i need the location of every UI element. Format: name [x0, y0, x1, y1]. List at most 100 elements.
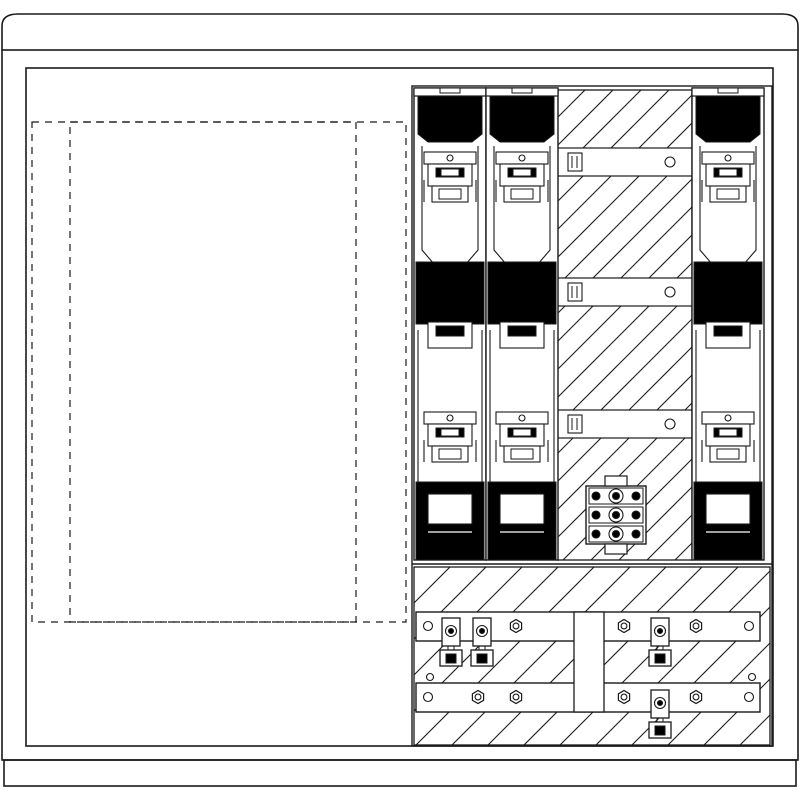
- clamp-lower-slot: [510, 188, 534, 200]
- hex-nut-hole: [620, 693, 628, 701]
- dashed-reserve-zone: [31, 121, 407, 623]
- busbar-end-hole: [422, 620, 434, 632]
- fuse-bottom-window: [499, 493, 545, 525]
- hatch-line: [776, 567, 800, 745]
- hatch-line: [557, 290, 692, 427]
- clamp-jaw-slot: [512, 428, 532, 437]
- fuse-middle-band: [487, 261, 557, 325]
- hatch-line: [415, 567, 595, 745]
- reserve-zone-outer: [31, 121, 407, 623]
- bus-clamp-4: [648, 689, 672, 739]
- bus-clamp-2: [470, 617, 494, 667]
- fuse-top-notch: [511, 87, 533, 94]
- bus-clamp-screw-dot: [478, 627, 486, 635]
- busbar-nut: [509, 689, 523, 705]
- fuse-top-notch: [717, 87, 739, 94]
- fuse-handle-top: [489, 95, 555, 143]
- busbar-end-hole: [422, 691, 434, 703]
- cross-rails: [556, 147, 693, 439]
- busbar-nut: [471, 689, 485, 705]
- terminal-screw-left: [591, 529, 601, 539]
- hex-nut-hole: [692, 622, 700, 630]
- hex-nut-hole: [620, 622, 628, 630]
- terminal-screw-right: [631, 510, 641, 520]
- clamp-screw: [724, 414, 732, 422]
- busbar-connector: [573, 611, 605, 713]
- bus-clamp-screw-dot: [656, 627, 664, 635]
- hatch-line: [562, 430, 692, 560]
- terminal-screw-right: [631, 491, 641, 501]
- hatch-line: [557, 318, 692, 455]
- fuse-mid-cap-slot: [507, 325, 537, 337]
- hatch-line: [414, 567, 415, 568]
- cabinet-plinth: [3, 759, 797, 787]
- hatch-line: [557, 234, 692, 371]
- fuse-handle-top: [695, 95, 761, 143]
- hex-nut-hole: [512, 693, 520, 701]
- fuse-mid-cap-slot: [713, 325, 743, 337]
- busbar-end-hole: [743, 620, 755, 632]
- hatch-line: [414, 567, 451, 604]
- busbar-nut: [617, 618, 631, 634]
- cabinet-roof: [1, 13, 799, 50]
- hex-nut-hole: [692, 693, 700, 701]
- clamp-lower-slot: [510, 448, 534, 460]
- mounting-frame: [411, 85, 773, 747]
- clamp-jaw-slot: [718, 168, 738, 177]
- fuse-switch-disconnectors: [413, 87, 765, 561]
- fuse-bottom-window: [705, 493, 751, 525]
- cross-rail-hole: [664, 286, 676, 298]
- bus-clamp-foot-dot: [445, 653, 457, 664]
- terminal-screw-center-dot: [611, 529, 621, 539]
- clamp-screw: [446, 154, 454, 162]
- hatch-line: [557, 262, 692, 399]
- fuse-lower-clamp: [701, 411, 755, 463]
- terminal-screw-center-dot: [611, 510, 621, 520]
- busbar-nut: [689, 689, 703, 705]
- cross-rail-3: [556, 409, 693, 439]
- terminal-screw-left: [591, 510, 601, 520]
- hatch-line: [523, 567, 703, 745]
- hex-nut-hole: [512, 622, 520, 630]
- hatched-panel-lower-outline: [413, 566, 771, 746]
- busbar-nut: [617, 689, 631, 705]
- fuse-lower-clamp: [495, 411, 549, 463]
- terminal-row-2: [588, 506, 644, 524]
- hatch-line: [590, 458, 692, 560]
- hatch-line: [414, 567, 487, 640]
- busbar-stud: [425, 672, 435, 682]
- bus-clamp-foot-dot: [476, 653, 488, 664]
- cross-rail-hole: [664, 418, 676, 430]
- terminal-row-1: [588, 487, 644, 505]
- cross-rail-clip: [567, 152, 583, 172]
- hatch-line: [557, 206, 692, 343]
- clamp-jaw-slot: [440, 168, 460, 177]
- hatch-line: [703, 678, 770, 745]
- terminal-screw-right: [631, 529, 641, 539]
- clamp-lower-slot: [716, 448, 740, 460]
- fuse-switch-1: [413, 87, 487, 561]
- cabinet-inner-frame: [25, 67, 774, 747]
- clamp-screw: [518, 154, 526, 162]
- terminal-screw-left: [591, 491, 601, 501]
- fuse-handle-top: [417, 95, 483, 143]
- reserve-zone-inner: [69, 121, 357, 623]
- terminal-screw-center-dot: [611, 491, 621, 501]
- hatch-line: [595, 570, 770, 745]
- bus-clamp-screw-dot: [447, 627, 455, 635]
- fuse-top-notch: [439, 87, 461, 94]
- clamp-lower-slot: [438, 448, 462, 460]
- clamp-screw: [518, 414, 526, 422]
- hatch-line: [451, 567, 631, 745]
- terminal-block-bottom-tab: [604, 543, 628, 555]
- cabinet-enclosure: [1, 13, 799, 787]
- fuse-switch-2: [485, 87, 559, 561]
- hatch-line: [667, 642, 770, 745]
- fuse-switch-3: [691, 87, 765, 561]
- fuse-middle-band: [693, 261, 763, 325]
- hatched-blank-panel-lower: [414, 567, 800, 745]
- cross-rail-hole: [664, 156, 676, 168]
- cross-rail-2: [556, 277, 693, 307]
- clamp-lower-slot: [438, 188, 462, 200]
